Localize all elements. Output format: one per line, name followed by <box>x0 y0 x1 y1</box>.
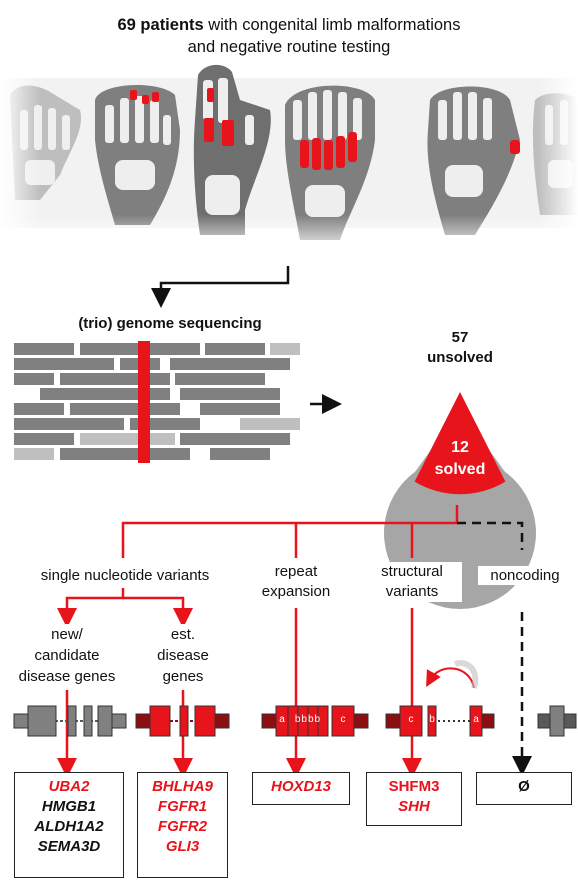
hand-xray-5 <box>427 86 520 235</box>
gene-item: FGFR1 <box>157 798 208 815</box>
pie-solved-label: 12 solved <box>410 437 510 481</box>
gene-item: HMGB1 <box>41 798 97 815</box>
solved-count: 12 <box>451 439 469 456</box>
genes-box-established: BHLHA9 FGFR1 FGFR2 GLI3 <box>137 772 228 878</box>
gene-model-repeat-expansion <box>261 705 369 737</box>
figure-title: 69 patients with congenital limb malform… <box>0 14 578 58</box>
sequencing-label: (trio) genome sequencing <box>78 315 262 332</box>
gene-item: BHLHA9 <box>152 778 213 795</box>
sv-label-c: c <box>408 714 414 725</box>
category-structural-variants: structural variants <box>362 562 462 602</box>
repeat-label-c: c <box>340 714 346 725</box>
gene-model-new-candidate <box>13 705 127 737</box>
gene-item: FGFR2 <box>157 818 208 835</box>
variant-column-marker <box>138 341 150 463</box>
title-bold: 69 patients <box>117 16 204 34</box>
gene-item: SEMA3D <box>37 838 101 855</box>
subcategory-new-candidate: new/ candidate disease genes <box>8 624 126 687</box>
gene-model-structural-variant <box>385 705 495 737</box>
hand-xray-illustrations <box>0 64 578 255</box>
gene-item: UBA2 <box>48 778 90 795</box>
pie-slice-solved <box>414 392 506 495</box>
gene-model-noncoding <box>537 705 577 737</box>
genes-box-repeat: HOXD13 <box>252 772 350 805</box>
gene-item: GLI3 <box>165 838 200 855</box>
title-line2: and negative routine testing <box>187 38 391 56</box>
repeat-label-a: a <box>279 714 285 725</box>
sv-label-a: a <box>473 714 479 725</box>
genes-box-structural: SHFM3 SHH <box>366 772 462 826</box>
pie-slice-unsolved <box>383 410 536 609</box>
gene-model-established <box>135 705 230 737</box>
noncoding-branch-line <box>457 521 522 766</box>
subcategory-established: est. disease genes <box>138 624 228 687</box>
category-noncoding: noncoding <box>478 566 572 585</box>
inversion-arrow-icon <box>426 667 475 689</box>
unsolved-text: unsolved <box>427 349 493 366</box>
gene-item: SHFM3 <box>388 778 440 795</box>
flow-arrow-to-sequencing <box>151 266 290 308</box>
genes-box-noncoding: Ø <box>476 772 572 805</box>
hand-xray-3 <box>193 64 271 235</box>
category-repeat-expansion: repeat expansion <box>250 562 342 602</box>
pie-unsolved-label: 57 unsolved <box>400 328 520 368</box>
category-snv: single nucleotide variants <box>5 566 245 585</box>
title-rest: with congenital limb malformations <box>208 16 461 34</box>
gene-item: ALDH1A2 <box>34 818 104 835</box>
gene-item: Ø <box>518 778 530 795</box>
unsolved-count: 57 <box>451 329 469 346</box>
pie-chart <box>383 392 536 609</box>
gene-item: HOXD13 <box>270 778 332 795</box>
sequencing-reads <box>14 341 300 463</box>
sv-label-b: b <box>429 714 435 725</box>
gene-item: SHH <box>398 798 430 815</box>
genes-box-new-candidate: UBA2 HMGB1 ALDH1A2 SEMA3D <box>14 772 124 878</box>
solved-text: solved <box>434 461 486 478</box>
repeat-label-b: bbbb <box>294 714 322 725</box>
hand-xray-2 <box>95 84 180 225</box>
hand-xray-4 <box>285 85 375 240</box>
